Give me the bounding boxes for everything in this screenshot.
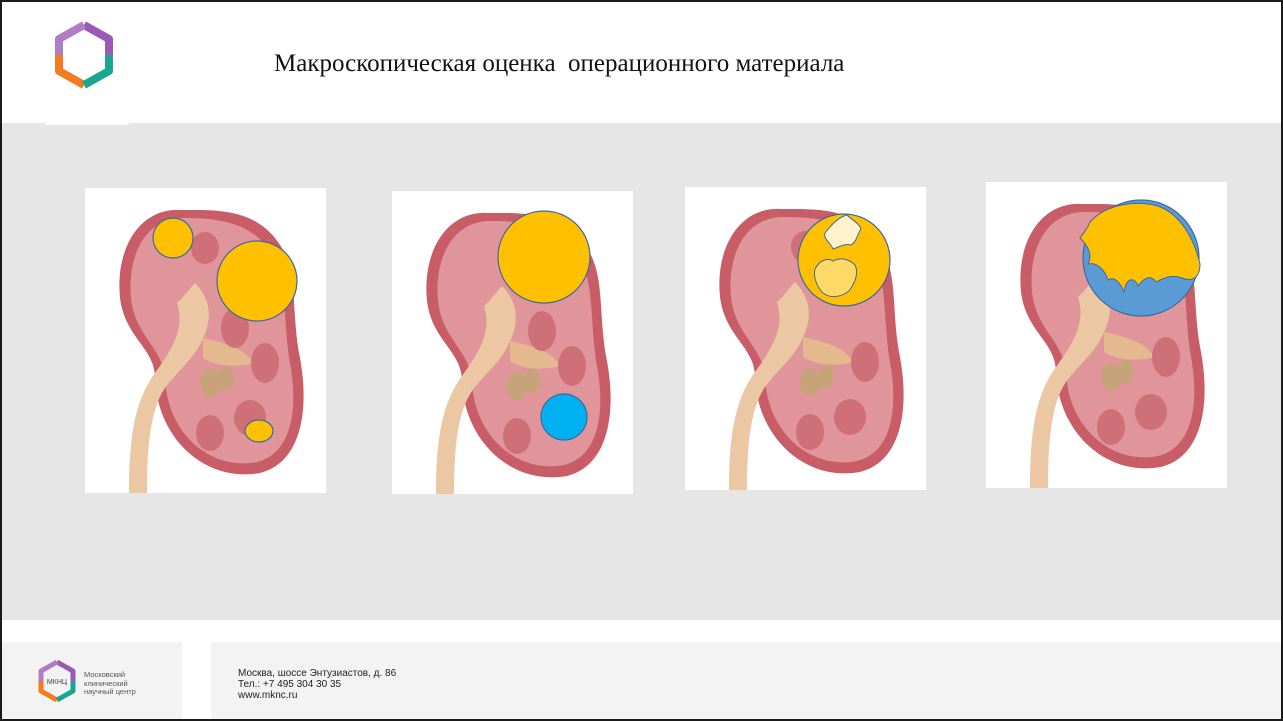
kidney-figure-3 [685,187,926,490]
contact-info: Москва, шоссе Энтузиастов, д. 86 Тел.: +… [238,668,396,701]
kidney-illustration-2 [392,191,633,494]
tumor-lesion [217,241,297,321]
page-title: Макроскопическая оценка операционного ма… [274,50,844,78]
header: Макроскопическая оценка операционного ма… [2,2,1281,123]
website-link[interactable]: www.mknc.ru [238,690,396,701]
address: Москва, шоссе Энтузиастов, д. 86 [238,668,396,679]
tumor-lesion [541,394,587,440]
kidney-figure-4 [986,182,1227,488]
tab-notch [44,99,130,125]
kidney-illustration-4 [986,182,1227,488]
footer-gap [2,620,1281,642]
kidney-figure-2 [392,191,633,494]
footer-logo-abbr: МКНЦ [36,679,78,686]
organization-name: Московский клинический научный центр [84,671,136,697]
tumor-lesion [153,218,193,258]
phone: Тел.: +7 495 304 30 35 [238,679,396,690]
kidney-illustration-1 [85,188,326,493]
mknc-hexagon-logo-icon [52,20,116,90]
tumor-lesion [245,420,273,442]
kidney-figure-1 [85,188,326,493]
kidney-illustration-3 [685,187,926,490]
tumor-lesion [498,211,590,303]
